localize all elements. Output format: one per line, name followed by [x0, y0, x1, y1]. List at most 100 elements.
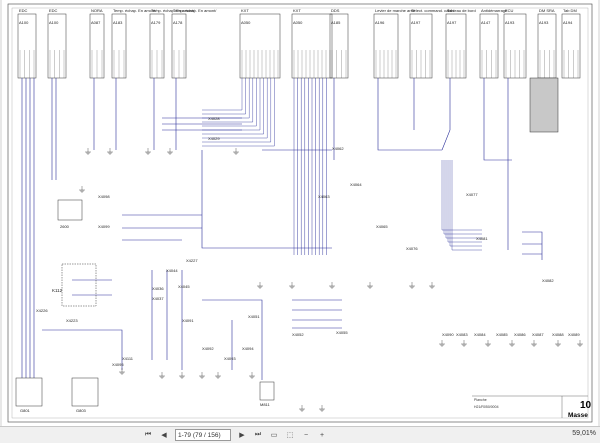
first-page-icon[interactable]: ⏮ — [144, 431, 152, 438]
ground-symbol — [509, 340, 515, 347]
wire — [202, 78, 254, 123]
ground-label: X4094 — [242, 346, 254, 351]
wire — [451, 160, 482, 251]
ground-symbol — [167, 148, 173, 155]
sheet-title: Masse — [568, 412, 588, 419]
module-ref: A185 — [331, 20, 341, 25]
ground-label: X4077 — [466, 192, 478, 197]
ground-symbol — [199, 372, 205, 379]
ground-label: X4045 — [178, 284, 190, 289]
module-box — [373, 13, 399, 79]
ground-label: X4081 — [476, 236, 488, 241]
module-ref: A087 — [91, 20, 101, 25]
zoom-in-icon[interactable]: + — [319, 431, 325, 439]
ground-label: X4044 — [166, 268, 178, 273]
zoom-level[interactable]: 59,01% — [572, 430, 596, 437]
wire — [441, 160, 482, 231]
ground-label: X4084 — [474, 332, 486, 337]
ground-symbol — [485, 340, 491, 347]
ground-label: X4036 — [152, 286, 164, 291]
ground-symbol — [79, 186, 85, 193]
ground-label: X4052 — [292, 332, 304, 337]
module-ref: A100 — [19, 20, 29, 25]
viewer-toolbar: ⏮ ◀ 1-79 (79 / 156) ▶ ⏭ ▭ ⬚ − + 59,01% — [0, 426, 600, 443]
module-3: Temp. échap. En amont/A183 — [111, 8, 157, 79]
ground-symbol — [439, 340, 445, 347]
sheet-ref-code: H21/R050/0004 — [474, 405, 499, 409]
ground-symbol — [531, 340, 537, 347]
module-name: DM SRA — [539, 8, 555, 13]
ground-label: X4076 — [406, 246, 418, 251]
module-box — [329, 13, 349, 79]
ground-label: X4028 — [208, 116, 220, 121]
ground-symbol — [179, 372, 185, 379]
sheet-number: 10 — [580, 400, 592, 411]
g803-label: G803 — [76, 408, 87, 413]
ground-label: X4083 — [456, 332, 468, 337]
wire — [202, 78, 268, 139]
module-ref: A100 — [49, 20, 59, 25]
ground-label: X4051 — [248, 314, 260, 319]
ground-symbol — [429, 282, 435, 289]
ground-symbol — [233, 148, 239, 155]
ground-label: X4099 — [98, 224, 110, 229]
ground-label: X4098 — [98, 194, 110, 199]
module-ref: A179 — [151, 20, 161, 25]
module-0: EDC A100 — [17, 8, 37, 79]
module-name: Temp. échap. En amont/ — [151, 8, 195, 13]
module-ref: A050 — [241, 20, 251, 25]
module-2: NORA A087 — [89, 8, 105, 79]
module-name: NORA — [91, 8, 103, 13]
ground-symbol — [329, 282, 335, 289]
ground-label: X4037 — [152, 296, 164, 301]
next-page-icon[interactable]: ▶ — [239, 432, 245, 439]
module-ref: A147 — [481, 20, 491, 25]
page-number-input[interactable]: 1-79 (79 / 156) — [175, 429, 231, 441]
module-ref: A193 — [505, 20, 515, 25]
zoom-out-icon[interactable]: − — [303, 431, 309, 439]
ground-symbol — [145, 148, 151, 155]
module-name: Levier de marche arriè — [375, 8, 416, 13]
module-5: Temp. échap. En amont/A178 — [171, 8, 217, 79]
module-1: EDC A100 — [47, 8, 67, 79]
module-name: EDC — [19, 8, 28, 13]
relay-label: K112 — [52, 288, 63, 293]
wire — [522, 231, 543, 260]
module-name: KXT — [293, 8, 301, 13]
wire — [445, 160, 482, 239]
module-box — [17, 13, 37, 79]
ground-symbol — [215, 372, 221, 379]
fit-width-icon[interactable]: ▭ — [270, 432, 278, 439]
module-name: EDC — [49, 8, 58, 13]
wire — [449, 160, 482, 247]
module-name: Tableau de bord — [447, 8, 476, 13]
ground-label: X4227 — [186, 258, 198, 263]
fit-page-icon[interactable]: ⬚ — [286, 432, 294, 439]
dm-module-block — [529, 77, 559, 133]
module-name: Temp. échap. En amont/ — [113, 8, 157, 13]
last-page-icon[interactable]: ⏭ — [254, 431, 262, 438]
ground-symbol — [409, 282, 415, 289]
module-box — [479, 13, 499, 79]
module-name: Sélect. command. cabin — [411, 8, 454, 13]
wire — [202, 78, 264, 135]
schematic-page: EDC A100 EDC A100 NORA A087 Temp. échap. En am… — [2, 0, 598, 426]
wire — [202, 299, 263, 380]
module-box — [561, 13, 581, 79]
wire — [443, 160, 482, 235]
prev-page-icon[interactable]: ◀ — [161, 432, 167, 439]
wire — [42, 329, 123, 370]
ground-symbol — [367, 282, 373, 289]
wire — [202, 78, 243, 111]
module-ref: A183 — [113, 20, 123, 25]
module-ref: A197 — [447, 20, 457, 25]
